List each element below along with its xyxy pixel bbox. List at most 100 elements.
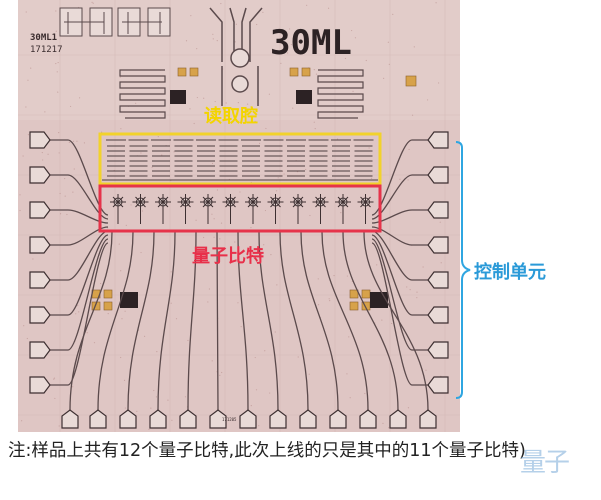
substrate-dot [187, 339, 189, 342]
substrate-dot [387, 41, 389, 43]
control-line [371, 230, 432, 281]
substrate-dot [30, 67, 32, 69]
control-line [48, 242, 109, 386]
substrate-dot [388, 63, 390, 65]
qubit-cross [110, 194, 126, 210]
substrate-dot [223, 108, 225, 111]
substrate-dot [73, 168, 75, 170]
substrate-dot [413, 46, 415, 48]
substrate-dot [86, 332, 88, 334]
substrate-dot [91, 1, 93, 3]
substrate-dot [264, 209, 267, 212]
control-line [371, 226, 432, 246]
substrate-dot [346, 275, 348, 277]
qubit [267, 194, 284, 224]
control-line [48, 234, 109, 316]
qubit [177, 194, 194, 224]
control-line [127, 231, 155, 411]
substrate-dot [280, 62, 282, 64]
control-line [300, 231, 339, 411]
substrate-dot [72, 191, 74, 193]
substrate-dot [76, 140, 78, 142]
substrate-dot [328, 298, 330, 300]
qubit-cross [245, 194, 261, 210]
chip-id-label: 30ML1 [30, 33, 57, 43]
substrate-dot [207, 301, 209, 303]
substrate-dot [327, 7, 330, 9]
substrate-dot [349, 397, 351, 399]
substrate-dot [153, 389, 155, 392]
substrate-dot [141, 210, 144, 212]
bond-pad-bottom [299, 409, 317, 429]
substrate-dot [256, 23, 258, 26]
substrate-dot [19, 209, 21, 212]
bond-pad-bottom [269, 409, 287, 429]
substrate-dot [388, 427, 390, 429]
substrate-dot [283, 173, 285, 175]
substrate-dot [72, 386, 74, 388]
substrate-dot [407, 407, 410, 409]
chip-date-label: 171217 [30, 45, 63, 55]
control-line [371, 174, 432, 220]
control-line [258, 231, 279, 411]
substrate-dot [317, 278, 319, 280]
control-line [371, 242, 432, 386]
substrate-dot [313, 121, 315, 123]
substrate-dot [143, 335, 146, 337]
control-line [371, 139, 432, 216]
substrate-dot [213, 236, 215, 238]
control-line [342, 231, 399, 411]
substrate-dot [55, 62, 57, 65]
substrate-dot [336, 138, 339, 140]
qubit-cross [267, 194, 284, 210]
substrate-dot [329, 300, 331, 302]
substrate-dot [93, 342, 96, 344]
control-lines [48, 139, 432, 411]
qubit-array [110, 194, 374, 224]
qubit-cross [132, 194, 149, 210]
substrate-dot [140, 152, 142, 154]
substrate-dot [307, 34, 309, 36]
bond-pad-right [427, 341, 449, 359]
qubit-highlight-box [98, 184, 382, 233]
substrate-dot [203, 236, 205, 239]
bond-pad-bottom [239, 409, 257, 429]
qubit-cross [335, 194, 351, 210]
substrate-dot [368, 147, 370, 149]
substrate-dot [346, 373, 348, 375]
bond-pad-right [427, 376, 449, 394]
substrate-dot [77, 304, 79, 307]
substrate-dot [150, 407, 152, 409]
substrate-dot [64, 177, 66, 180]
substrate-dot [211, 162, 214, 165]
bond-pads [29, 131, 449, 429]
substrate-dot [308, 373, 310, 375]
control-line [48, 139, 109, 216]
control-line [371, 209, 432, 224]
substrate-dot [340, 212, 342, 214]
substrate-dot [32, 258, 34, 260]
substrate-dot [120, 356, 122, 359]
substrate-dot [123, 379, 126, 382]
substrate-dot [26, 337, 28, 340]
substrate-dot [439, 221, 441, 223]
substrate-dot [148, 428, 150, 430]
substrate-dot [258, 425, 260, 427]
substrate-dot [208, 288, 211, 290]
qubit [222, 194, 239, 224]
qubit [290, 194, 306, 224]
substrate-dot [264, 350, 266, 352]
substrate-dot [125, 224, 127, 226]
substrate-dot [58, 152, 60, 154]
substrate-dot [157, 136, 159, 138]
substrate-dot [120, 270, 122, 272]
qubit [335, 194, 351, 224]
bond-pad-bottom [179, 409, 197, 429]
substrate-dot [250, 227, 252, 229]
substrate-dot [352, 90, 354, 92]
substrate-dot [21, 420, 23, 422]
substrate-dot [107, 313, 109, 315]
substrate-dot [288, 28, 291, 30]
substrate-dot [185, 40, 188, 42]
substrate-dot [309, 214, 311, 217]
